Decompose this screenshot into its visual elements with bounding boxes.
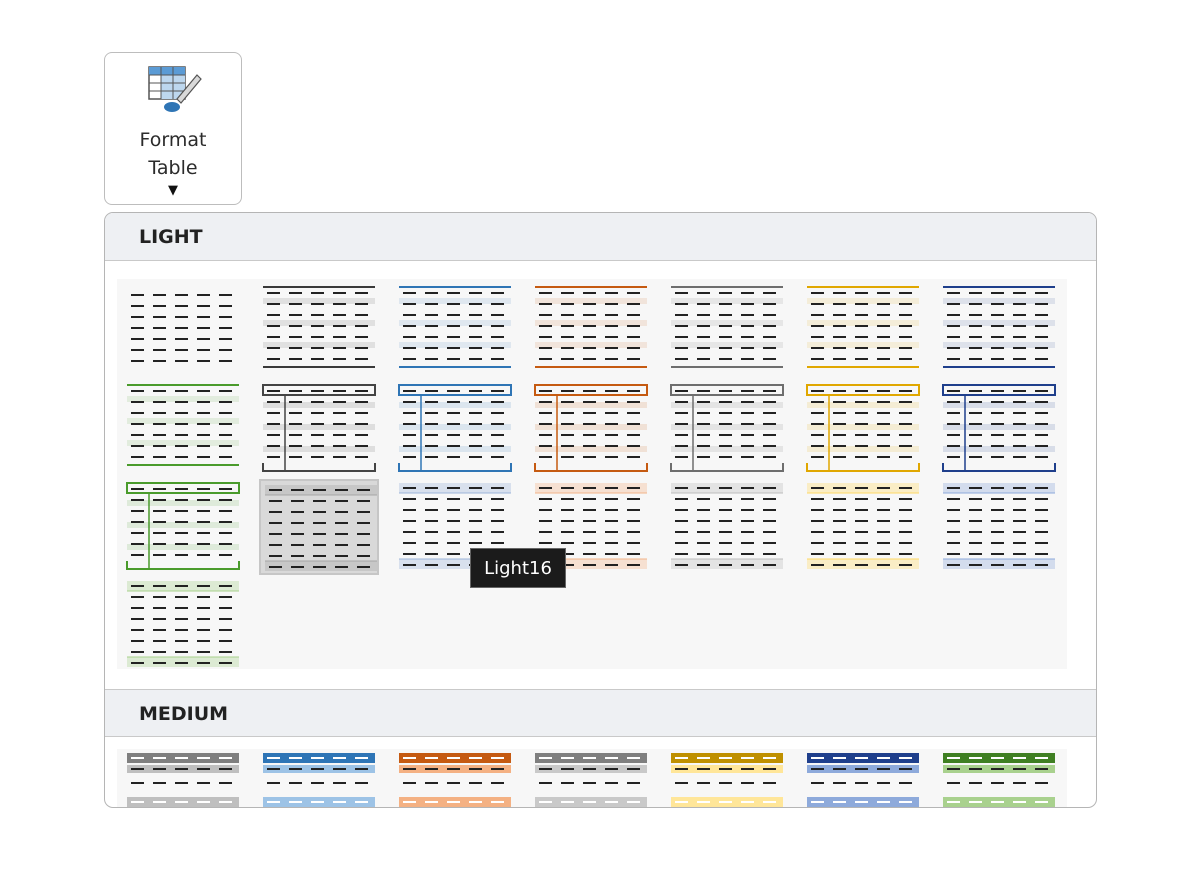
table-style-light15[interactable] (123, 479, 243, 575)
table-style-thumbnail (671, 483, 783, 569)
table-style-light9[interactable] (259, 381, 379, 477)
table-style-thumbnail (670, 384, 784, 472)
table-style-thumbnail (806, 384, 920, 472)
table-style-light5[interactable] (667, 283, 787, 379)
table-style-light13[interactable] (803, 381, 923, 477)
table-style-thumbnail (398, 384, 512, 472)
table-style-thumbnail (943, 286, 1055, 368)
medium-styles-grid (117, 749, 1067, 807)
table-style-medium3[interactable] (395, 751, 515, 807)
section-header-medium: MEDIUM (105, 689, 1096, 737)
table-style-light1[interactable] (123, 283, 243, 379)
table-style-thumbnail (131, 294, 232, 362)
table-style-medium7[interactable] (939, 751, 1059, 807)
table-style-thumbnail (671, 286, 783, 368)
table-style-thumbnail (807, 286, 919, 368)
style-tooltip: Light16 (470, 548, 566, 588)
table-style-thumbnail (535, 753, 647, 807)
table-style-thumbnail (535, 286, 647, 368)
table-style-thumbnail (943, 753, 1055, 807)
table-style-thumbnail (126, 482, 240, 570)
table-style-light6[interactable] (803, 283, 923, 379)
chevron-down-icon: ▼ (168, 183, 178, 198)
table-style-thumbnail (671, 753, 783, 807)
light-styles-grid (117, 279, 1067, 669)
table-style-thumbnail (942, 384, 1056, 472)
table-style-medium2[interactable] (259, 751, 379, 807)
table-style-thumbnail (127, 581, 239, 667)
section-header-light: LIGHT (105, 213, 1096, 261)
table-style-thumbnail (265, 485, 377, 571)
format-table-label-line1: Format (139, 129, 207, 151)
table-style-medium5[interactable] (667, 751, 787, 807)
format-table-brush-icon (148, 66, 202, 112)
table-style-thumbnail (399, 286, 511, 368)
table-style-thumbnail (127, 753, 239, 807)
table-style-light3[interactable] (395, 283, 515, 379)
table-style-light7[interactable] (939, 283, 1059, 379)
table-style-medium6[interactable] (803, 751, 923, 807)
table-style-light12[interactable] (667, 381, 787, 477)
table-style-medium1[interactable] (123, 751, 243, 807)
section-label-medium: MEDIUM (139, 703, 229, 725)
table-style-light8[interactable] (123, 381, 243, 477)
table-style-thumbnail (262, 384, 376, 472)
table-style-thumbnail (127, 384, 239, 466)
table-style-light14[interactable] (939, 381, 1059, 477)
table-style-light19[interactable] (667, 479, 787, 575)
table-style-light16[interactable] (259, 479, 379, 575)
section-label-light: LIGHT (139, 226, 203, 248)
table-style-light21[interactable] (939, 479, 1059, 575)
table-style-thumbnail (534, 384, 648, 472)
table-style-light4[interactable] (531, 283, 651, 379)
table-style-thumbnail (943, 483, 1055, 569)
format-table-label-line2: Table (148, 157, 198, 179)
table-style-thumbnail (263, 753, 375, 807)
table-style-light10[interactable] (395, 381, 515, 477)
table-style-light2[interactable] (259, 283, 379, 379)
table-style-thumbnail (263, 286, 375, 368)
table-style-light22[interactable] (123, 577, 243, 673)
table-style-medium4[interactable] (531, 751, 651, 807)
table-style-light11[interactable] (531, 381, 651, 477)
format-table-button[interactable]: Format Table ▼ (104, 52, 242, 205)
table-style-thumbnail (807, 753, 919, 807)
table-style-gallery: LIGHT MEDIUM (104, 212, 1097, 808)
table-style-thumbnail (807, 483, 919, 569)
table-style-light20[interactable] (803, 479, 923, 575)
table-style-thumbnail (399, 753, 511, 807)
